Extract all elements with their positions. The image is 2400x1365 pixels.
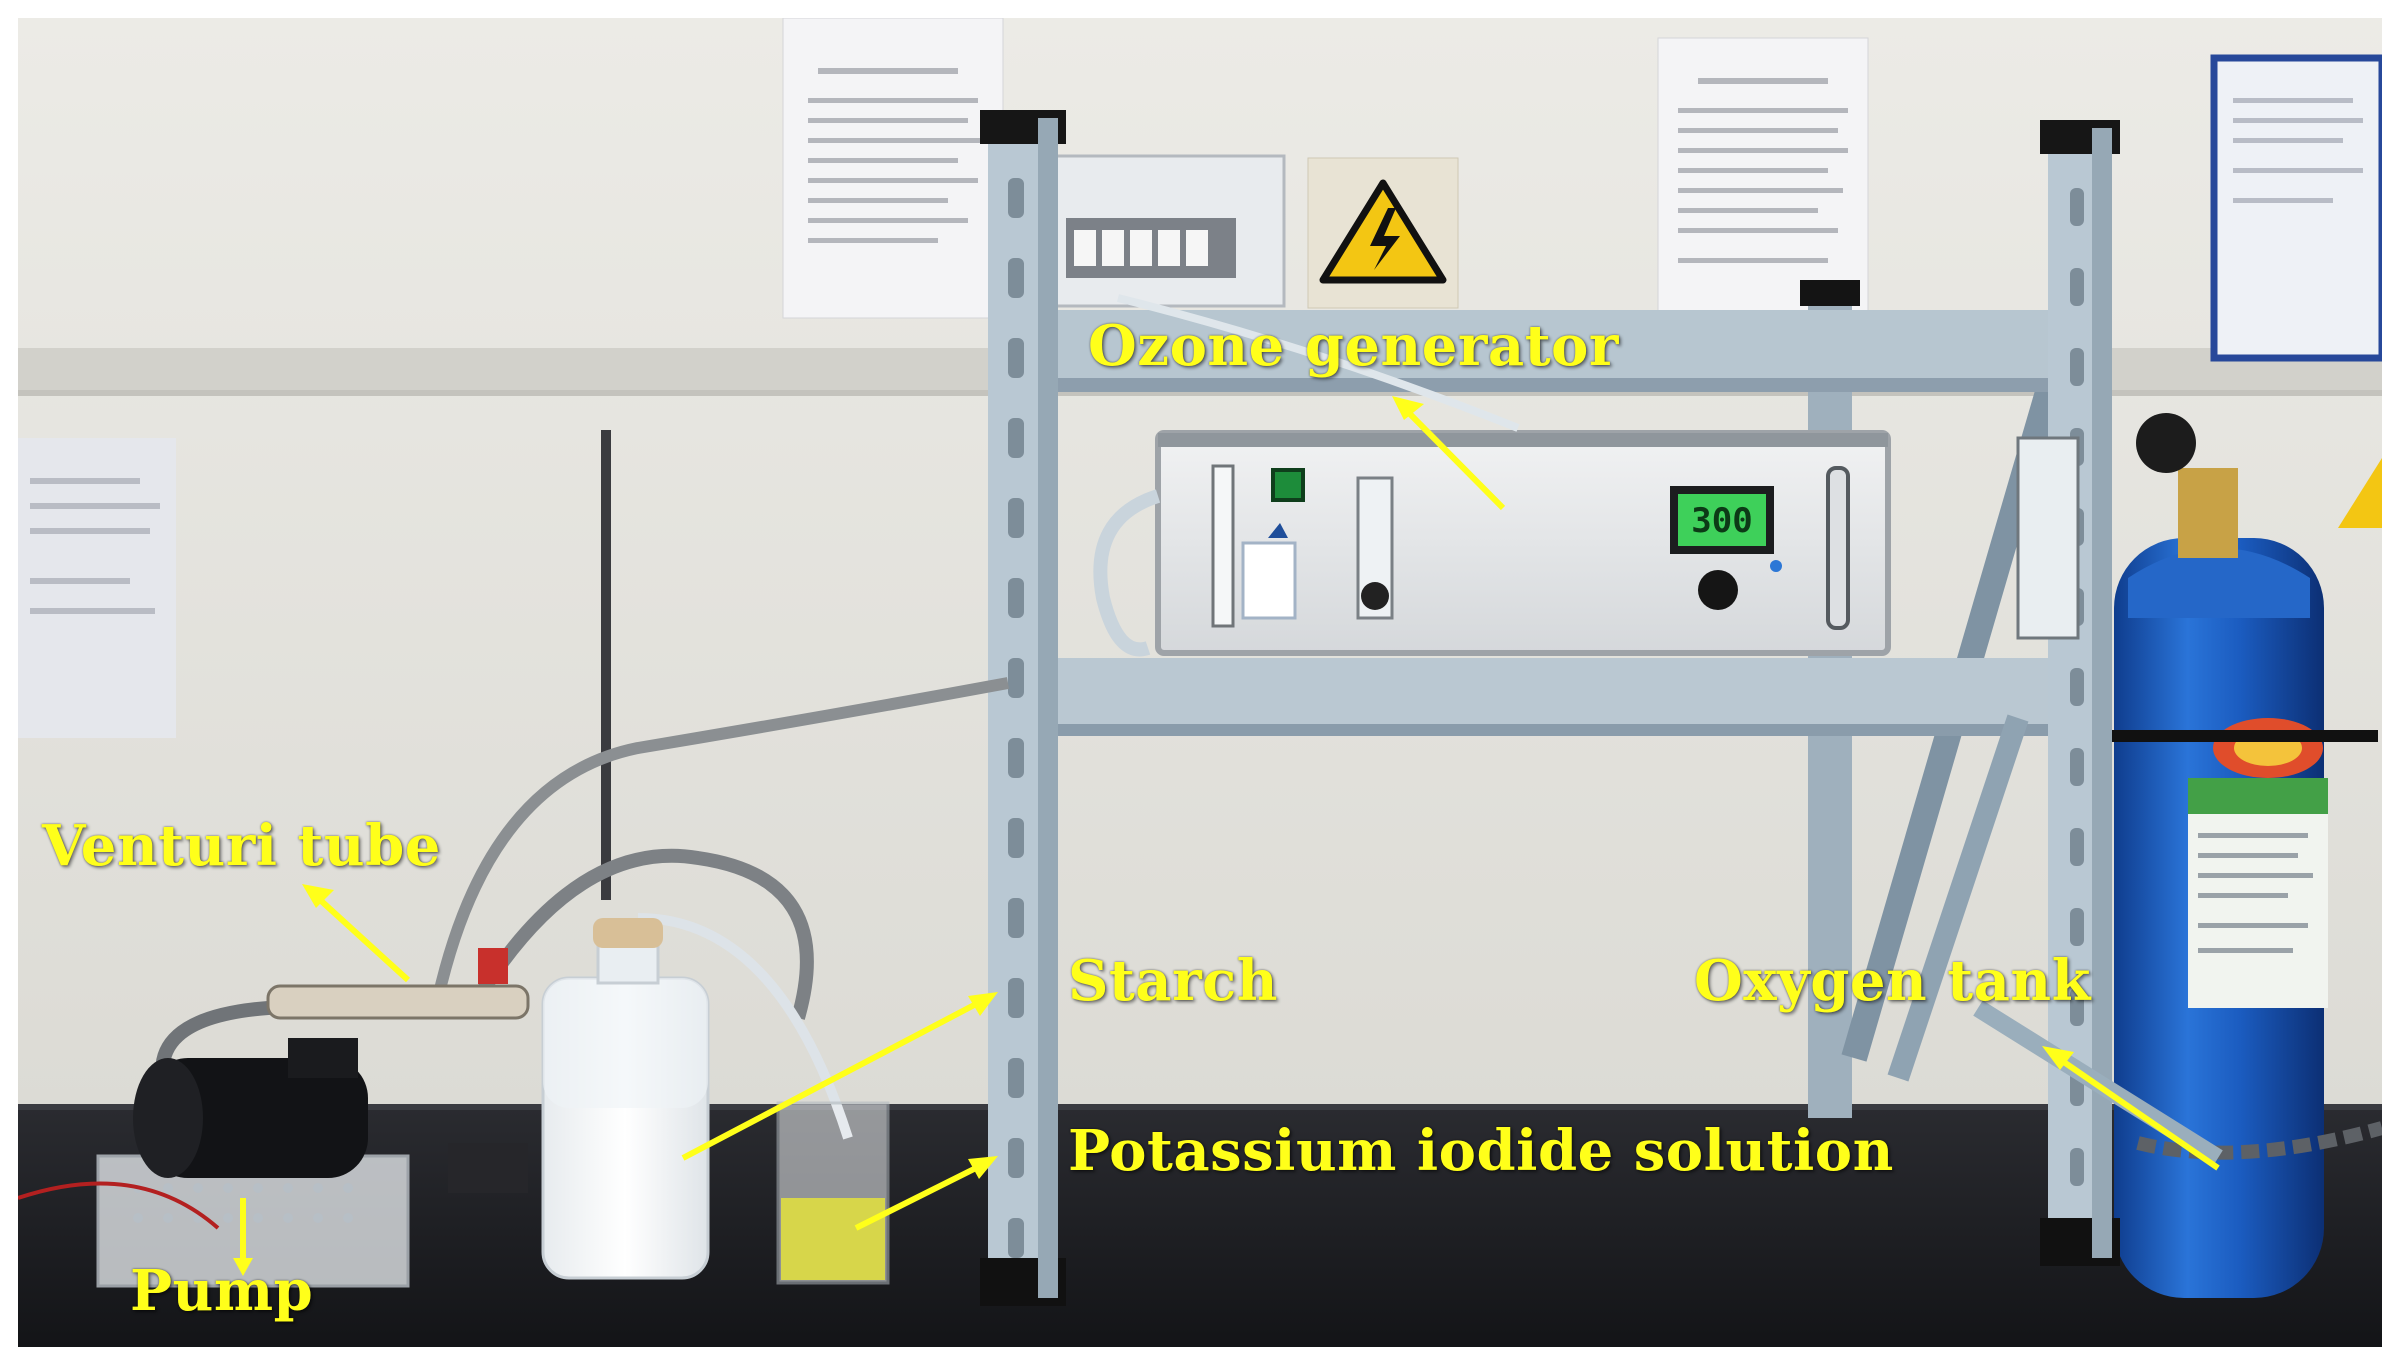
generator-knob (1698, 570, 1738, 610)
lab-photo: 300 (18, 18, 2382, 1347)
cylinder-chain (2136, 1121, 2382, 1160)
arrow-venturi-tube (315, 895, 411, 983)
generator-power-switch (1271, 468, 1305, 502)
venturi-tube (266, 984, 530, 1020)
rack-top-shelf (1018, 310, 2088, 390)
label-starch: Starch (1068, 948, 1278, 1014)
label-potassium-iodide-solution: Potassium iodide solution (1068, 1118, 1894, 1184)
arrow-ozone-generator (1405, 409, 1506, 511)
wall-notice-2 (1657, 37, 1869, 329)
arrow-oxygen-tank (2056, 1055, 2220, 1171)
generator-display-reading: 300 (1691, 501, 1752, 541)
label-pump: Pump (130, 1258, 314, 1324)
cylinder-valve (2178, 468, 2238, 558)
wall-notice-1 (782, 18, 1004, 319)
generator-tube (1093, 489, 1161, 657)
wall-rail-shadow (18, 390, 2382, 396)
pump-body (148, 1058, 368, 1178)
label-oxygen-tank: Oxygen tank (1694, 948, 2091, 1014)
stand-rod (601, 430, 611, 900)
generator-handle (1826, 466, 1850, 630)
label-ozone-generator: Ozone generator (1088, 313, 1619, 379)
warning-sign-edge (2338, 458, 2382, 528)
arrow-starch (681, 1000, 980, 1161)
hose-venturi-to-generator (432, 677, 1010, 1000)
lab-bench (18, 1108, 2382, 1347)
ozone-test-setup-photo: 300 (18, 18, 2382, 1347)
wall-notice-left (18, 438, 176, 738)
generator-flowmeter-left (1211, 464, 1235, 628)
rack-middle-shelf (1018, 658, 2088, 734)
label-venturi-tube: Venturi tube (42, 813, 441, 879)
starch-bottle-stopper (593, 918, 663, 948)
arrow-potassium-iodide (854, 1163, 982, 1231)
ki-solution (781, 1198, 885, 1280)
hose-return (472, 848, 814, 1020)
wall-notice-framed (2210, 54, 2382, 362)
